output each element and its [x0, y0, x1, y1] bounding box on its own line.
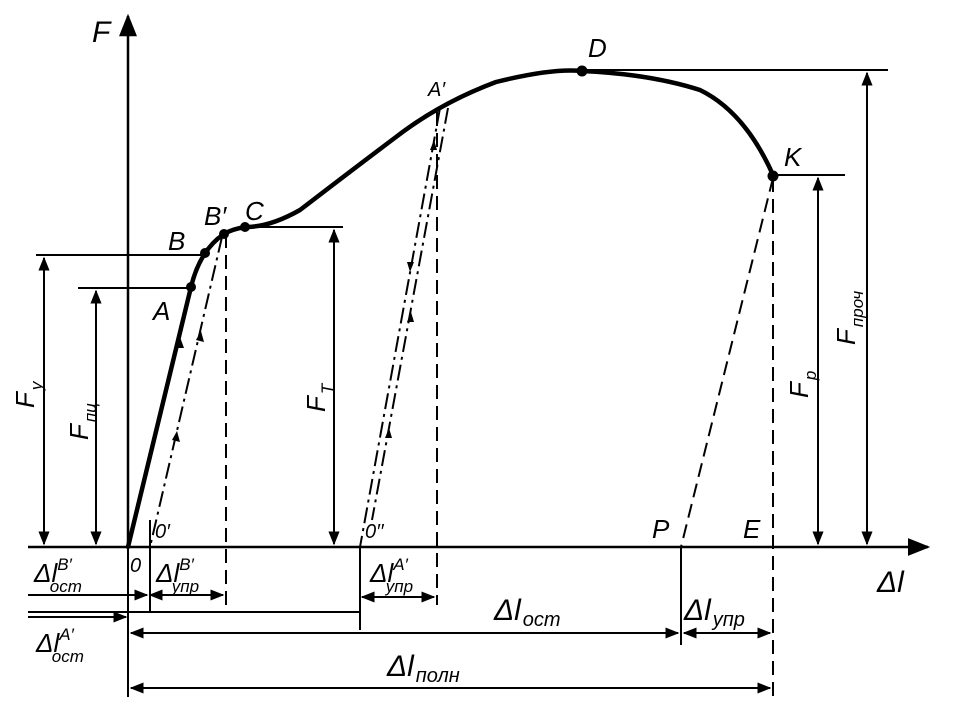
label-O2: 0′′	[365, 521, 385, 543]
point-C	[240, 222, 250, 232]
point-K	[767, 170, 779, 182]
label-Fy: Fy	[10, 380, 46, 408]
label-O: 0	[130, 555, 141, 577]
load-arrows	[176, 337, 184, 348]
label-Fp: Fp	[784, 371, 820, 398]
reload-a1-line	[371, 107, 449, 521]
label-Fpc: Fпц	[64, 403, 100, 440]
unload-b1-line	[149, 236, 223, 548]
label-A1: A′	[427, 79, 446, 101]
label-B: B	[168, 226, 185, 256]
y-axis-label: F	[92, 16, 112, 49]
label-A: A	[151, 296, 170, 326]
label-C: C	[245, 196, 264, 226]
label-P: P	[652, 514, 670, 544]
point-D	[576, 65, 588, 77]
svg-text:Fp: Fp	[784, 371, 820, 398]
label-K: K	[784, 142, 803, 172]
label-dl-upr-b1: ΔlB′упр	[155, 555, 199, 596]
label-dl-upr-a1: ΔlA′упр	[369, 555, 413, 596]
point-B1	[219, 229, 229, 239]
label-Fproch: Fпроч	[831, 291, 867, 345]
unload-k-line	[680, 177, 774, 548]
svg-text:Fпц: Fпц	[64, 403, 100, 440]
label-dl-ost-b1: ΔlB′ост	[33, 555, 82, 596]
label-dl-ost-a1: ΔlA′ост	[35, 625, 84, 666]
svg-text:FT: FT	[301, 382, 337, 412]
label-E: E	[743, 514, 761, 544]
label-D: D	[588, 33, 607, 63]
x-axis-label: Δl	[876, 566, 905, 599]
label-B1: B′	[204, 201, 227, 231]
load-curve	[125, 68, 776, 550]
label-O1: 0′	[155, 521, 171, 543]
label-FT: FT	[301, 382, 337, 412]
unload-a1-line	[359, 107, 441, 548]
reload-a1-arrows	[385, 140, 437, 438]
svg-text:Fy: Fy	[10, 380, 46, 408]
svg-text:Fпроч: Fпроч	[831, 291, 867, 345]
point-B	[200, 248, 210, 258]
point-A	[186, 282, 196, 292]
